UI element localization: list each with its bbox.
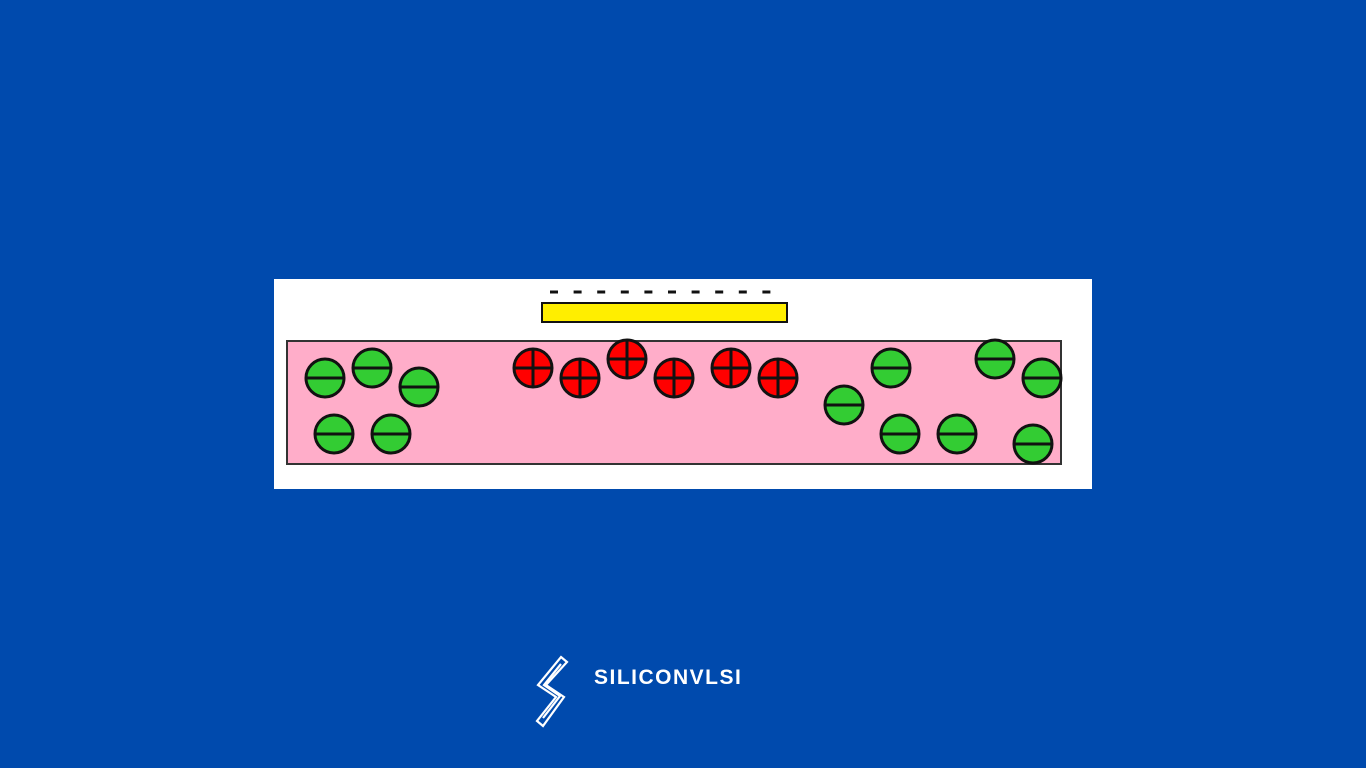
brand: SILICONVLSI: [534, 655, 774, 729]
mos-charge-diagram: [286, 290, 1063, 465]
positive-charge: [559, 357, 601, 399]
gate-electrode: [541, 302, 788, 323]
positive-charge: [606, 338, 648, 380]
lightning-s-logo-icon: [535, 655, 569, 728]
charge-carriers: [304, 338, 1063, 465]
negative-charge: [936, 413, 978, 455]
positive-charge: [710, 347, 752, 389]
negative-charge: [974, 338, 1016, 380]
negative-charge: [370, 413, 412, 455]
positive-charge: [757, 357, 799, 399]
negative-charge: [351, 347, 393, 389]
brand-name: SILICONVLSI: [594, 666, 743, 689]
negative-charge: [879, 413, 921, 455]
negative-charge: [1021, 357, 1063, 399]
negative-charge: [823, 384, 865, 426]
positive-charge: [512, 347, 554, 389]
negative-charge: [870, 347, 912, 389]
negative-charge: [313, 413, 355, 455]
positive-charge: [653, 357, 695, 399]
negative-charge: [1012, 423, 1054, 465]
negative-charge: [398, 366, 440, 408]
diagram-panel: [274, 279, 1092, 489]
negative-charge: [304, 357, 346, 399]
